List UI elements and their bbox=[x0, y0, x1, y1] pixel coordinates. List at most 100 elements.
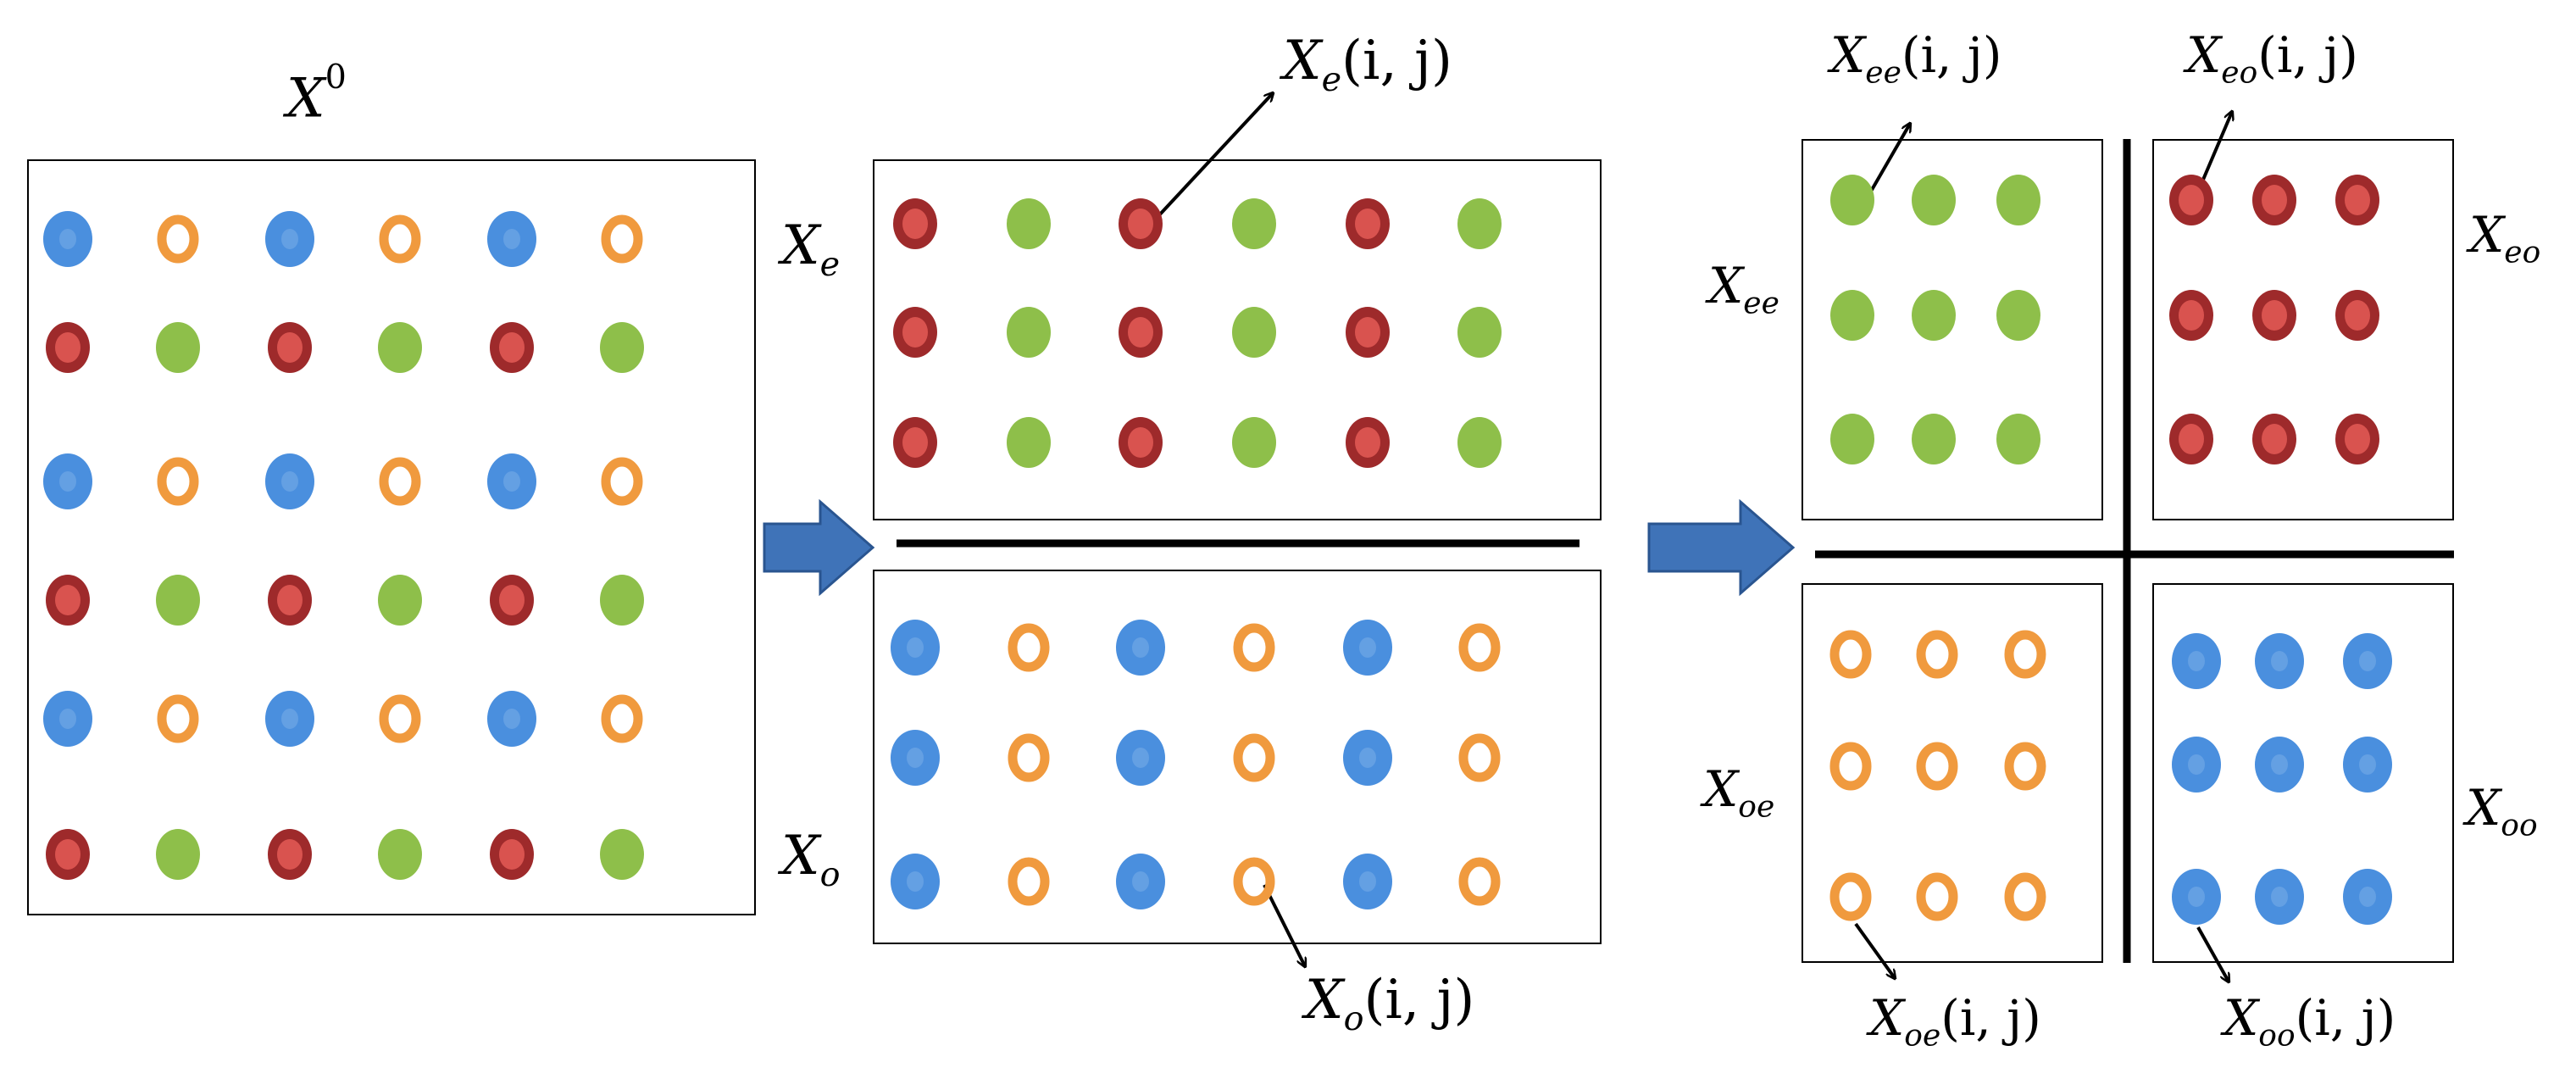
label-xoe: Xoe bbox=[1703, 760, 1775, 825]
x0-dot-r0c3 bbox=[379, 214, 421, 264]
xo-dot-r0c3 bbox=[1233, 623, 1275, 672]
x0-dot-r1c1 bbox=[156, 322, 200, 373]
x0-dot-r2c1 bbox=[157, 457, 199, 506]
label-xoe-ij: Xoe(i, j) bbox=[1869, 989, 2041, 1054]
xo-panel bbox=[873, 570, 1602, 944]
xo-dot-r1c0 bbox=[891, 730, 940, 786]
xee-pointer-arrow bbox=[1864, 124, 1910, 202]
x0-dot-r0c2 bbox=[265, 211, 314, 267]
xee-panel bbox=[1802, 139, 2103, 520]
xe-dot-r2c4 bbox=[1346, 417, 1390, 468]
label-xe-ij: Xe(i, j) bbox=[1283, 30, 1452, 99]
xeo-dot-r0c1 bbox=[2252, 175, 2296, 225]
xo-dot-r1c5 bbox=[1458, 733, 1501, 782]
xe-dot-r2c1 bbox=[1007, 417, 1051, 468]
xe-dot-r0c5 bbox=[1457, 198, 1502, 249]
xe-dot-r0c4 bbox=[1346, 198, 1390, 249]
x0-dot-r2c5 bbox=[601, 457, 643, 506]
xe-dot-r1c1 bbox=[1007, 307, 1051, 358]
xeo-dot-r0c2 bbox=[2335, 175, 2379, 225]
xe-dot-r0c0 bbox=[893, 198, 937, 249]
xe-dot-r0c3 bbox=[1232, 198, 1276, 249]
label-xee: Xee bbox=[1708, 257, 1779, 321]
xeo-pointer-arrow bbox=[2196, 112, 2232, 192]
x0-dot-r1c4 bbox=[490, 322, 534, 373]
x0-dot-r2c3 bbox=[379, 457, 421, 506]
x0-dot-r5c2 bbox=[268, 829, 312, 880]
xoo-dot-r2c0 bbox=[2172, 869, 2221, 925]
x0-dot-r0c4 bbox=[487, 211, 536, 267]
xeo-dot-r2c0 bbox=[2169, 414, 2213, 464]
x0-dot-r0c5 bbox=[601, 214, 643, 264]
split-arrow-1 bbox=[763, 498, 875, 597]
split-arrow-2 bbox=[1647, 498, 1796, 597]
x0-dot-r4c4 bbox=[487, 691, 536, 747]
xo-dot-r0c1 bbox=[1008, 623, 1050, 672]
x0-dot-r3c4 bbox=[490, 575, 534, 626]
x0-dot-r3c2 bbox=[268, 575, 312, 626]
xo-dot-r2c3 bbox=[1233, 857, 1275, 906]
xeo-dot-r1c2 bbox=[2335, 290, 2379, 341]
xoe-dot-r0c0 bbox=[1829, 630, 1872, 679]
xoe-dot-r2c1 bbox=[1916, 872, 1958, 921]
x0-dot-r4c5 bbox=[601, 694, 643, 743]
xoo-dot-r2c2 bbox=[2343, 869, 2392, 925]
xoe-dot-r1c2 bbox=[2004, 742, 2046, 791]
xe-dot-r1c3 bbox=[1232, 307, 1276, 358]
xe-dot-r0c1 bbox=[1007, 198, 1051, 249]
xoe-dot-r1c0 bbox=[1829, 742, 1872, 791]
x0-dot-r3c5 bbox=[600, 575, 644, 626]
label-xee-ij: Xee(i, j) bbox=[1830, 26, 2002, 91]
xoo-pointer-arrow bbox=[2196, 926, 2229, 982]
x0-dot-r0c0 bbox=[43, 211, 92, 267]
x0-dot-r1c5 bbox=[600, 322, 644, 373]
xeo-dot-r0c0 bbox=[2169, 175, 2213, 225]
label-x0: X0 bbox=[286, 58, 347, 131]
label-xeo: Xeo bbox=[2469, 206, 2541, 270]
x0-dot-r1c0 bbox=[46, 322, 90, 373]
xo-pointer-arrow bbox=[1263, 884, 1305, 966]
xo-dot-r2c0 bbox=[891, 854, 940, 909]
xeo-dot-r2c2 bbox=[2335, 414, 2379, 464]
x0-dot-r4c2 bbox=[265, 691, 314, 747]
xo-dot-r1c1 bbox=[1008, 733, 1050, 782]
xo-dot-r2c2 bbox=[1116, 854, 1165, 909]
label-xo: Xo bbox=[781, 825, 841, 894]
label-xo-ij: Xo(i, j) bbox=[1305, 969, 1475, 1038]
xoo-dot-r1c0 bbox=[2172, 737, 2221, 793]
x0-dot-r2c4 bbox=[487, 453, 536, 509]
x0-dot-r4c3 bbox=[379, 694, 421, 743]
xeo-dot-r1c1 bbox=[2252, 290, 2296, 341]
xee-dot-r2c0 bbox=[1830, 414, 1874, 464]
x0-dot-r5c5 bbox=[600, 829, 644, 880]
x0-dot-r5c3 bbox=[378, 829, 422, 880]
xo-dot-r1c2 bbox=[1116, 730, 1165, 786]
xoe-dot-r2c2 bbox=[2004, 872, 2046, 921]
x0-dot-r3c0 bbox=[46, 575, 90, 626]
label-xeo-ij: Xeo(i, j) bbox=[2186, 26, 2358, 91]
xo-dot-r2c1 bbox=[1008, 857, 1050, 906]
xee-dot-r1c0 bbox=[1830, 290, 1874, 341]
xoe-dot-r0c1 bbox=[1916, 630, 1958, 679]
xe-pointer-arrow bbox=[1156, 93, 1273, 219]
xee-dot-r0c2 bbox=[1996, 175, 2040, 225]
xe-dot-r2c5 bbox=[1457, 417, 1502, 468]
xe-dot-r0c2 bbox=[1119, 198, 1163, 249]
xe-dot-r2c3 bbox=[1232, 417, 1276, 468]
xee-dot-r2c1 bbox=[1912, 414, 1956, 464]
xo-dot-r0c5 bbox=[1458, 623, 1501, 672]
xo-dot-r2c5 bbox=[1458, 857, 1501, 906]
xe-dot-r1c2 bbox=[1119, 307, 1163, 358]
xo-dot-r0c0 bbox=[891, 620, 940, 676]
x0-dot-r0c1 bbox=[157, 214, 199, 264]
x0-panel bbox=[27, 159, 756, 915]
xoo-panel bbox=[2152, 583, 2454, 963]
xe-panel bbox=[873, 159, 1602, 520]
xe-dot-r2c0 bbox=[893, 417, 937, 468]
xoo-dot-r0c1 bbox=[2255, 633, 2304, 689]
xo-dot-r0c2 bbox=[1116, 620, 1165, 676]
xeo-panel bbox=[2152, 139, 2454, 520]
x0-dot-r4c1 bbox=[157, 694, 199, 743]
